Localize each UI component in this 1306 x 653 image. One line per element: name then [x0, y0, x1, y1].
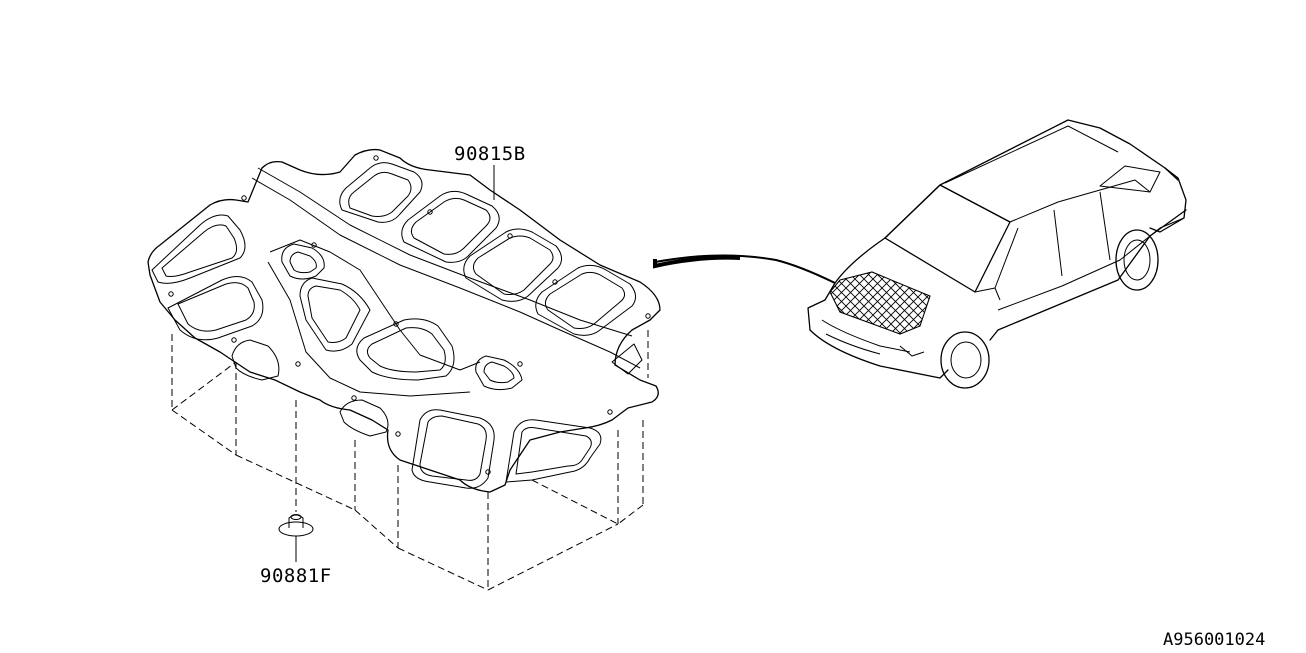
under-cover-location — [829, 271, 931, 335]
projection-box — [171, 330, 649, 591]
diagram-code-label: A956001024 — [1163, 630, 1265, 650]
under-cover-panel — [147, 148, 661, 493]
location-arrow — [654, 254, 836, 284]
clip-part — [278, 514, 314, 562]
clip-part-number-label: 90881F — [260, 565, 332, 587]
car-illustration — [807, 119, 1187, 389]
cover-part-number-label: 90815B — [454, 143, 526, 165]
